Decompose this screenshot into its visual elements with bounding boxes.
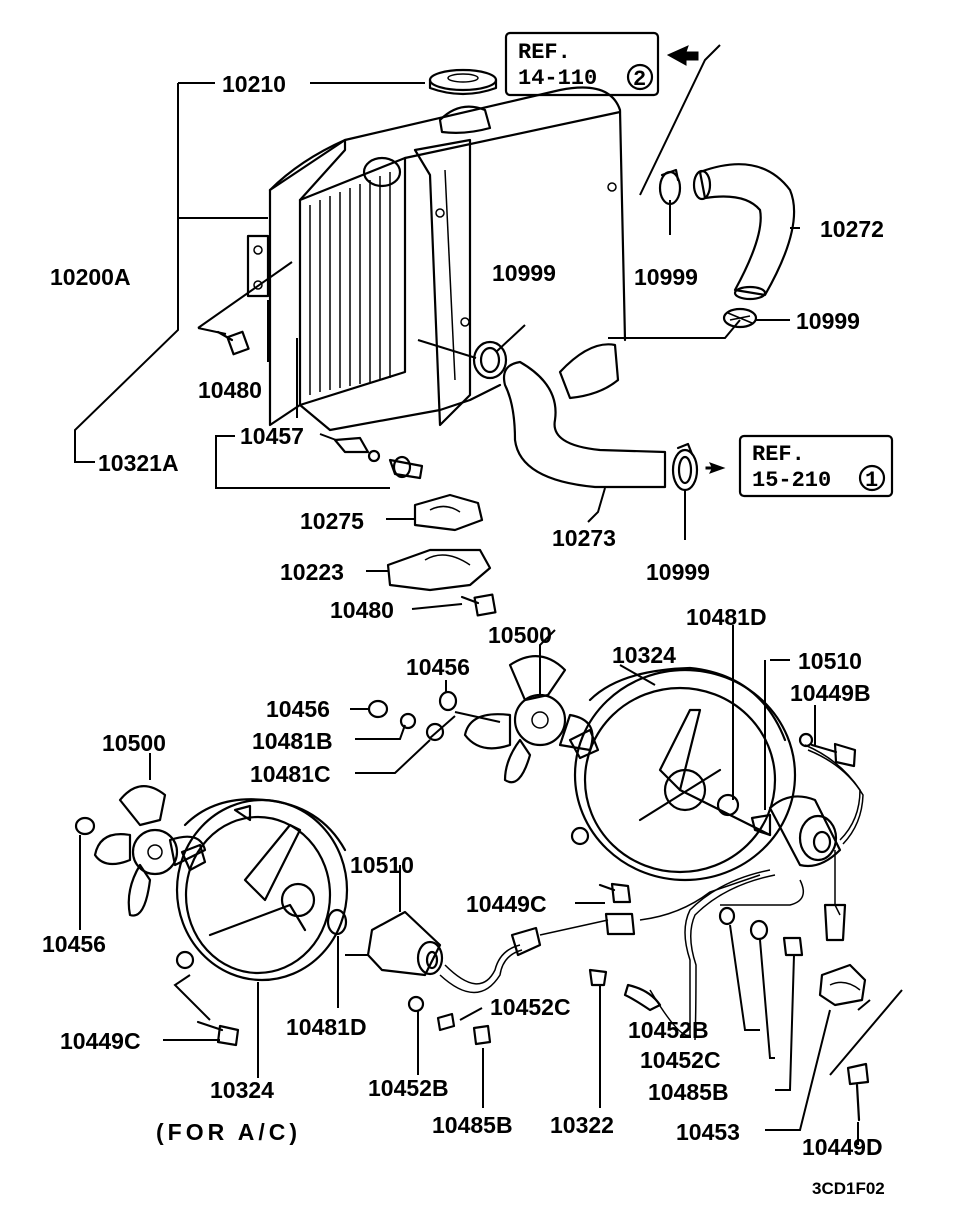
bolt-10480-lower bbox=[460, 593, 497, 617]
label-10324-b[interactable]: 10324 bbox=[210, 1077, 274, 1103]
label-10481B[interactable]: 10481B bbox=[252, 728, 333, 754]
lower-fasteners bbox=[74, 816, 492, 1047]
for-ac-note: (FOR A/C) bbox=[156, 1119, 301, 1145]
clamp-upper-right bbox=[658, 168, 682, 206]
bracket-10223 bbox=[386, 548, 492, 592]
label-10456-a[interactable]: 10456 bbox=[406, 654, 470, 680]
label-10223[interactable]: 10223 bbox=[280, 559, 344, 585]
leader-lines bbox=[74, 44, 800, 660]
reference-arrows bbox=[666, 45, 726, 474]
label-10510-a[interactable]: 10510 bbox=[798, 648, 862, 674]
clamp-hose-end bbox=[722, 307, 758, 329]
ref2-page: 15-210 bbox=[752, 468, 831, 493]
wiring-harness-lower bbox=[439, 919, 609, 994]
label-10452C-b[interactable]: 10452C bbox=[640, 1047, 721, 1073]
label-10449B[interactable]: 10449B bbox=[790, 680, 871, 706]
fan-motor-upper bbox=[750, 795, 842, 868]
label-10210[interactable]: 10210 bbox=[222, 71, 286, 97]
clamp-upper-left bbox=[472, 340, 508, 380]
label-10510-b[interactable]: 10510 bbox=[350, 852, 414, 878]
label-10500-a[interactable]: 10500 bbox=[488, 622, 552, 648]
radiator-assembly bbox=[246, 86, 627, 432]
upper-hose bbox=[692, 163, 796, 301]
label-10452C-a[interactable]: 10452C bbox=[490, 994, 571, 1020]
label-10449D[interactable]: 10449D bbox=[802, 1134, 883, 1160]
label-10272[interactable]: 10272 bbox=[820, 216, 884, 242]
ref2-circle: 1 bbox=[865, 468, 878, 493]
bracket-10453 bbox=[818, 963, 867, 1007]
ref1-page: 14-110 bbox=[518, 66, 597, 91]
ref1-title: REF. bbox=[518, 40, 571, 65]
fan-shroud-upper bbox=[568, 666, 797, 882]
fan-blade-lower bbox=[93, 785, 207, 917]
wiring-harness-upper bbox=[639, 744, 864, 1041]
label-10999-c[interactable]: 10999 bbox=[796, 308, 860, 334]
label-10999-b[interactable]: 10999 bbox=[634, 264, 698, 290]
label-10321A[interactable]: 10321A bbox=[98, 450, 179, 476]
lower-hose bbox=[502, 360, 667, 489]
ref-box-14-110[interactable]: REF. 14-110 2 bbox=[504, 31, 660, 97]
label-10481D-b[interactable]: 10481D bbox=[286, 1014, 367, 1040]
label-10275[interactable]: 10275 bbox=[300, 508, 364, 534]
ref-box-15-210[interactable]: REF. 15-210 1 bbox=[738, 434, 894, 498]
bolt-10449D bbox=[846, 1062, 870, 1122]
label-10480-a[interactable]: 10480 bbox=[198, 377, 262, 403]
label-10449C-b[interactable]: 10449C bbox=[60, 1028, 141, 1054]
clamp-lower-right bbox=[671, 442, 699, 492]
fan-shroud-lower bbox=[175, 798, 349, 982]
label-10456-b[interactable]: 10456 bbox=[266, 696, 330, 722]
label-10324-a[interactable]: 10324 bbox=[612, 642, 676, 668]
label-10999-a[interactable]: 10999 bbox=[492, 260, 556, 286]
label-10273[interactable]: 10273 bbox=[552, 525, 616, 551]
label-10453[interactable]: 10453 bbox=[676, 1119, 740, 1145]
label-10457[interactable]: 10457 bbox=[240, 423, 304, 449]
label-10481D-a[interactable]: 10481D bbox=[686, 604, 767, 630]
upper-connectors bbox=[588, 906, 804, 1012]
washer-cluster-upper bbox=[367, 690, 458, 742]
label-10322[interactable]: 10322 bbox=[550, 1112, 614, 1138]
bracket-10275 bbox=[413, 493, 484, 532]
figure-code: 3CD1F02 bbox=[812, 1179, 885, 1198]
label-10456-c[interactable]: 10456 bbox=[42, 931, 106, 957]
label-10452B-a[interactable]: 10452B bbox=[368, 1075, 449, 1101]
label-10449C-a[interactable]: 10449C bbox=[466, 891, 547, 917]
radiator-core-fins bbox=[309, 172, 391, 395]
leader-lines-lower bbox=[79, 625, 903, 1145]
label-10999-d[interactable]: 10999 bbox=[646, 559, 710, 585]
hose-clamps bbox=[472, 168, 758, 492]
ref2-title: REF. bbox=[752, 442, 805, 467]
radiator-cap bbox=[428, 68, 498, 96]
label-10481C[interactable]: 10481C bbox=[250, 761, 331, 787]
drain-cock bbox=[333, 436, 424, 480]
label-10200A[interactable]: 10200A bbox=[50, 264, 131, 290]
part-labels: 10210 10200A 10480 10457 10321A 10275 10… bbox=[42, 71, 884, 1160]
bolt-10480-upper bbox=[216, 330, 250, 356]
fan-motor-lower bbox=[366, 910, 444, 977]
label-10485B-a[interactable]: 10485B bbox=[432, 1112, 513, 1138]
label-10452B-b[interactable]: 10452B bbox=[628, 1017, 709, 1043]
label-10485B-b[interactable]: 10485B bbox=[648, 1079, 729, 1105]
label-10480-b[interactable]: 10480 bbox=[330, 597, 394, 623]
motor-upper-fasteners bbox=[598, 732, 857, 936]
label-10500-b[interactable]: 10500 bbox=[102, 730, 166, 756]
ref1-circle: 2 bbox=[633, 67, 646, 92]
